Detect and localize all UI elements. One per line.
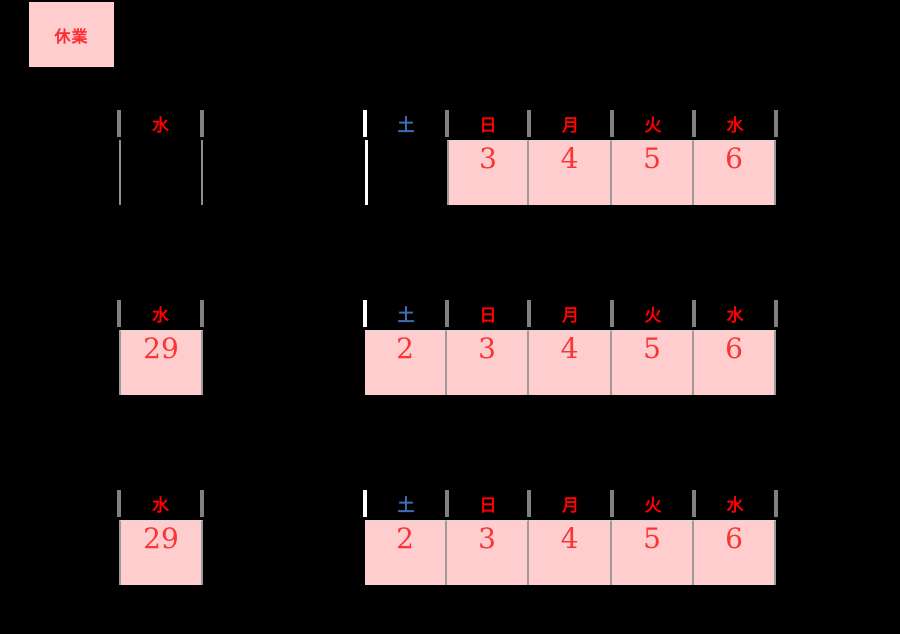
day-header-wed: 水	[726, 496, 744, 515]
legend-closed-badge: 休業	[29, 2, 114, 67]
date-number: 3	[478, 332, 496, 365]
day-header-wed: 水	[152, 306, 169, 325]
date-number: 6	[725, 142, 743, 175]
column-tick	[610, 110, 614, 137]
date-cell-closed: 3	[447, 330, 529, 395]
day-header-sat: 土	[397, 116, 415, 135]
column-tick	[445, 110, 449, 137]
column-tick	[363, 300, 367, 327]
date-cell-closed: 5	[612, 140, 694, 205]
day-header-sun: 日	[479, 496, 497, 515]
date-number: 6	[725, 332, 743, 365]
date-number: 29	[143, 522, 179, 555]
date-number: 4	[560, 142, 579, 175]
date-cell-closed: 4	[529, 330, 612, 395]
date-cell-closed: 29	[119, 520, 203, 585]
day-header-tue: 火	[644, 116, 662, 135]
date-number: 3	[479, 142, 497, 175]
date-number: 5	[643, 332, 661, 365]
column-tick	[692, 110, 696, 137]
date-cell-closed: 2	[365, 330, 447, 395]
column-tick	[117, 300, 121, 327]
column-tick	[610, 490, 614, 517]
date-number: 2	[396, 332, 414, 365]
column-tick	[200, 300, 204, 327]
date-number: 6	[725, 522, 743, 555]
day-header-mon: 月	[562, 306, 579, 325]
date-cell-open	[365, 140, 447, 205]
date-number: 3	[478, 522, 496, 555]
day-header-sun: 日	[479, 306, 497, 325]
column-tick	[363, 490, 367, 517]
day-header-wed: 水	[726, 306, 744, 325]
date-number: 29	[143, 332, 179, 365]
column-tick	[774, 490, 778, 517]
day-header-wed: 水	[726, 116, 744, 135]
date-cell-closed: 4	[529, 140, 612, 205]
date-cell-closed: 5	[612, 330, 694, 395]
day-header-mon: 月	[562, 496, 579, 515]
day-header-wed: 水	[152, 116, 169, 135]
column-tick	[117, 490, 121, 517]
day-header-sat: 土	[397, 306, 415, 325]
column-tick	[200, 110, 204, 137]
column-tick	[363, 110, 367, 137]
column-tick	[527, 300, 531, 327]
date-cell-closed: 3	[447, 140, 529, 205]
day-header-tue: 火	[644, 306, 662, 325]
date-cell-closed: 4	[529, 520, 612, 585]
column-tick	[527, 110, 531, 137]
calendar-week-3: 水 29 土 2 日 3 月 4 火 5 水 6	[0, 490, 900, 586]
date-cell-closed: 6	[694, 330, 776, 395]
date-cell-closed: 6	[694, 520, 776, 585]
date-cell-closed: 29	[119, 330, 203, 395]
column-tick	[445, 300, 449, 327]
column-tick	[445, 490, 449, 517]
day-header-wed: 水	[152, 496, 169, 515]
day-header-mon: 月	[562, 116, 579, 135]
date-cell-closed: 5	[612, 520, 694, 585]
calendar-week-2: 水 29 土 2 日 3 月 4 火 5 水 6	[0, 300, 900, 396]
column-tick	[774, 300, 778, 327]
date-cell-closed: 2	[365, 520, 447, 585]
column-tick	[610, 300, 614, 327]
date-number: 2	[396, 522, 414, 555]
date-cell-closed: 6	[694, 140, 776, 205]
date-number: 5	[643, 142, 661, 175]
column-tick	[527, 490, 531, 517]
legend-closed-label: 休業	[54, 28, 89, 46]
column-tick	[200, 490, 204, 517]
date-number: 4	[560, 332, 579, 365]
day-header-tue: 火	[644, 496, 662, 515]
date-number: 4	[560, 522, 579, 555]
column-tick	[692, 490, 696, 517]
day-header-sun: 日	[479, 116, 497, 135]
column-tick	[774, 110, 778, 137]
column-tick	[692, 300, 696, 327]
calendar-week-1: 水 土 日 3 月 4 火 5 水 6	[0, 110, 900, 206]
date-number: 5	[643, 522, 661, 555]
day-header-sat: 土	[397, 496, 415, 515]
date-cell-closed: 3	[447, 520, 529, 585]
date-cell-open	[119, 140, 203, 205]
column-tick	[117, 110, 121, 137]
